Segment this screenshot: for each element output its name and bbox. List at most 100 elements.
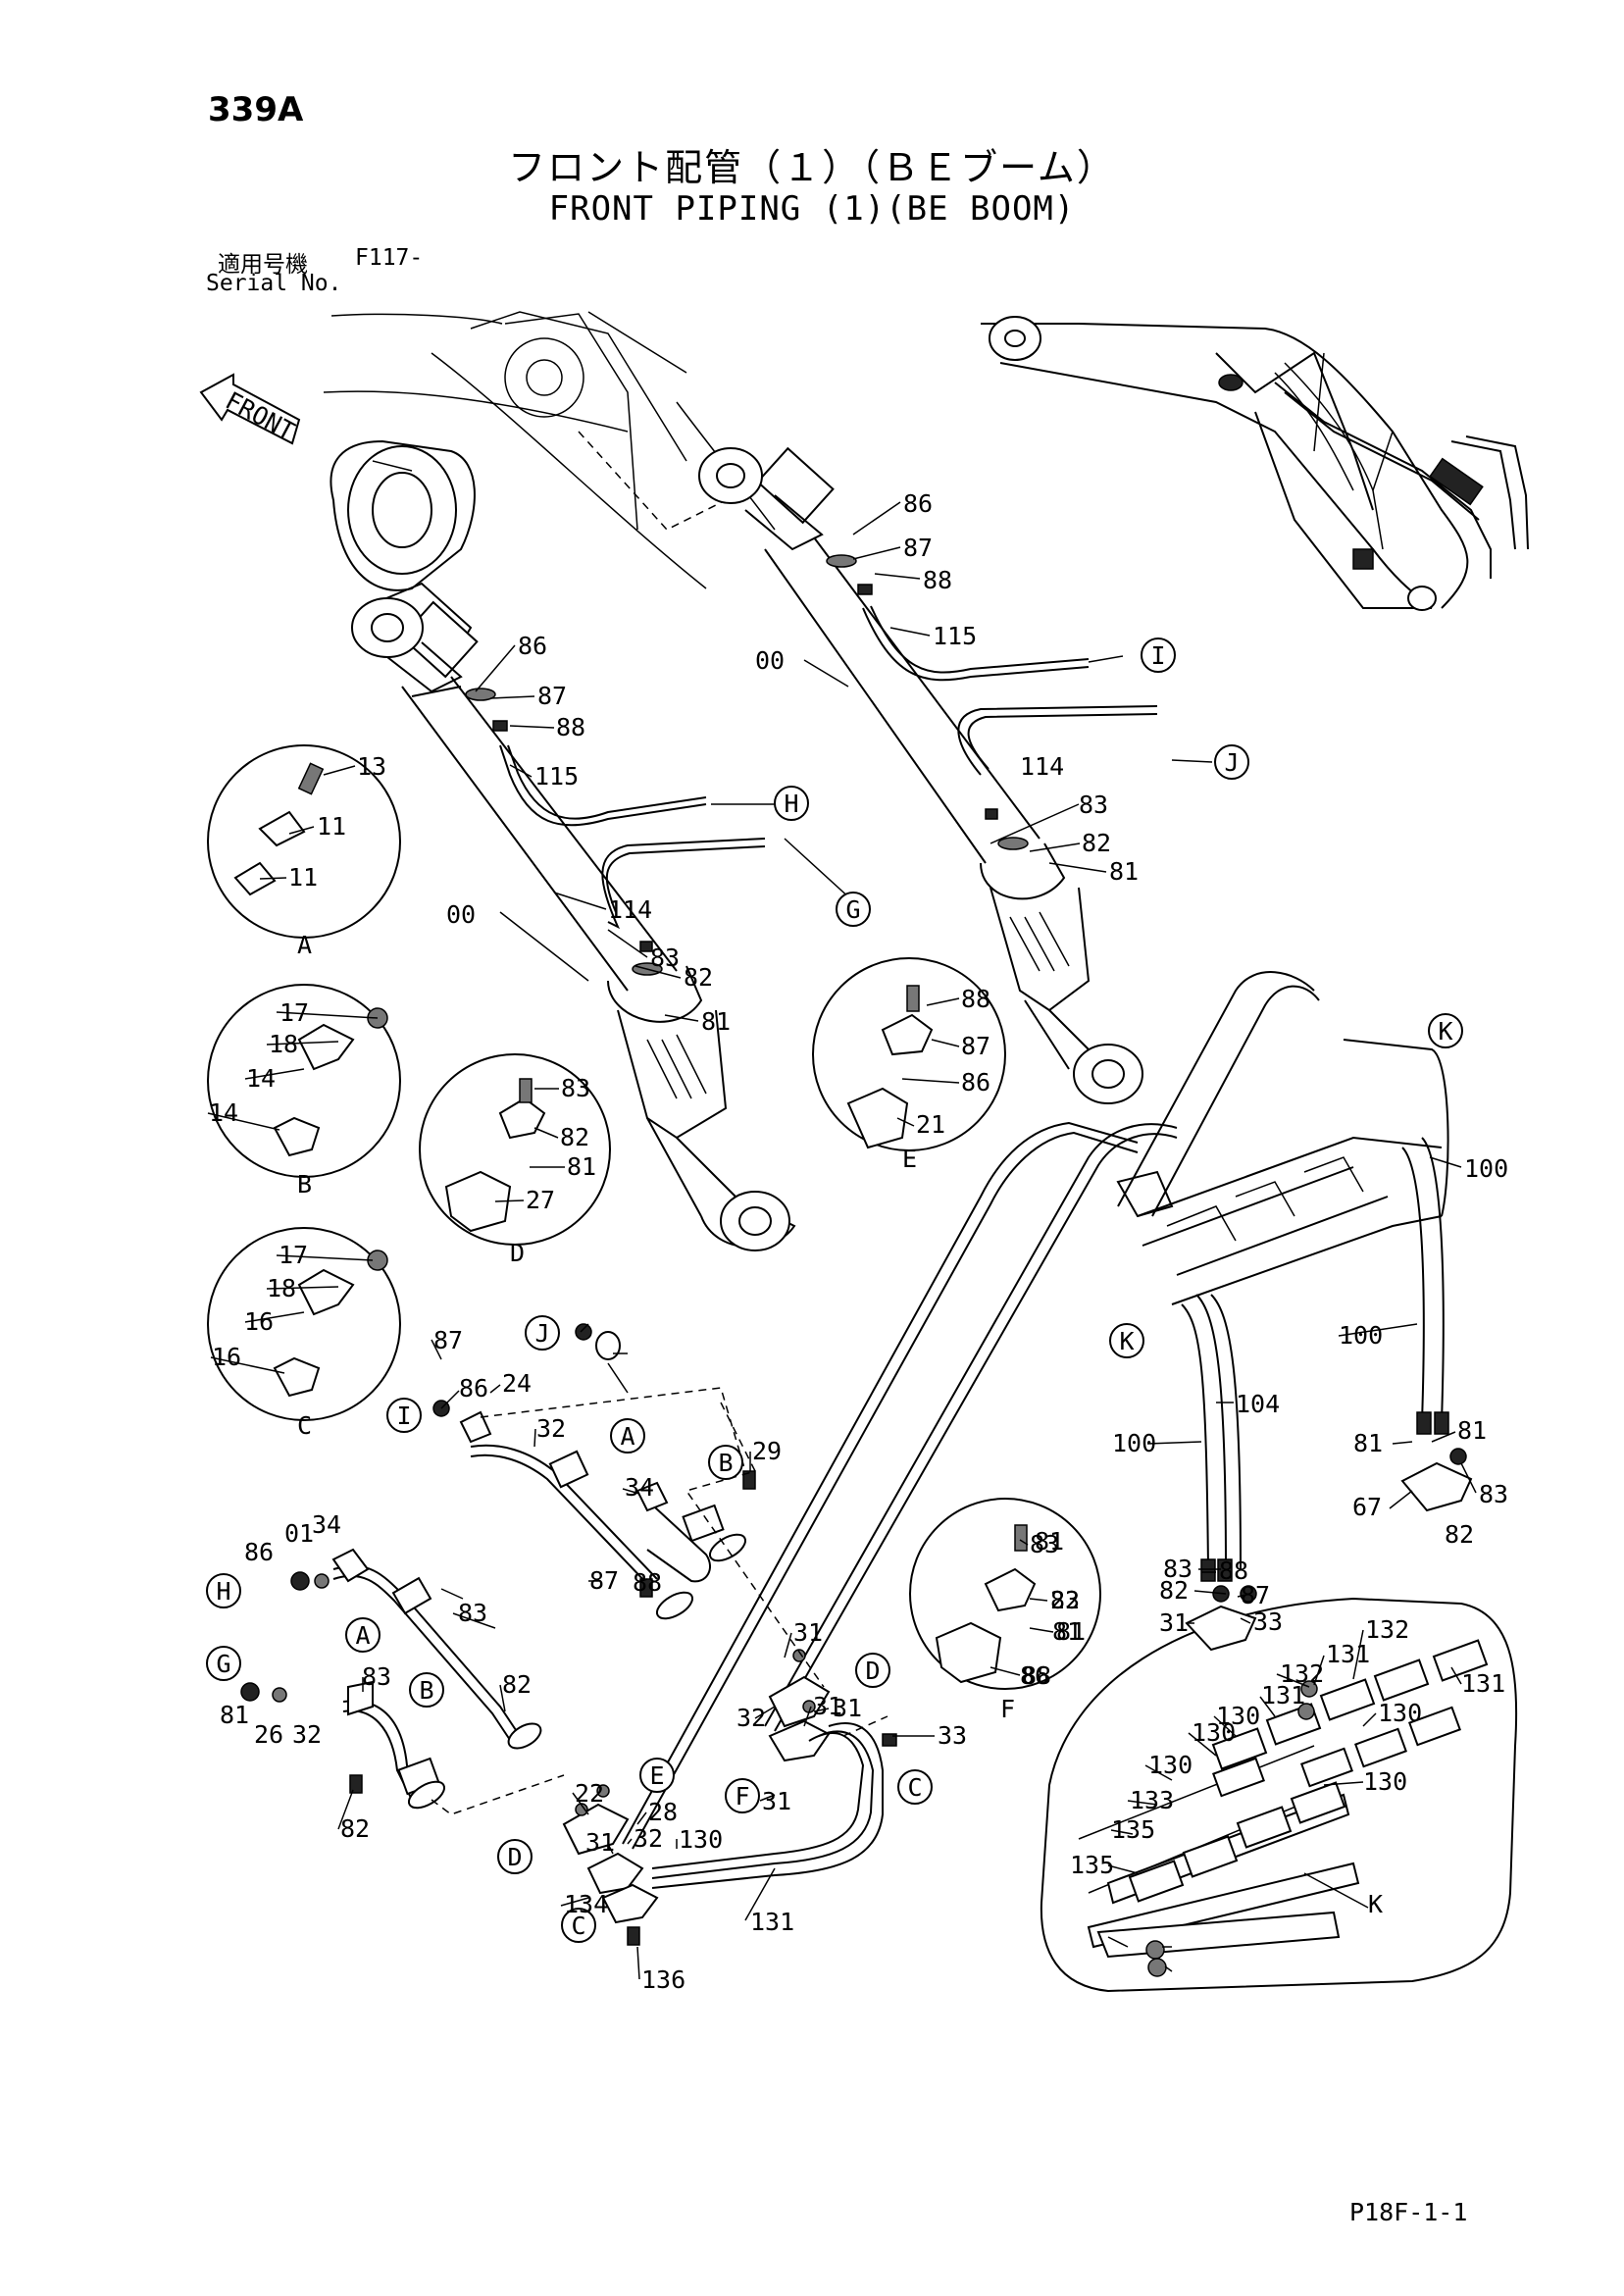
- part-callout: 11: [317, 812, 346, 841]
- leader-line: [475, 644, 516, 692]
- part-callout: 31: [1159, 1608, 1189, 1637]
- leader-line: [852, 501, 901, 536]
- leader-line: [627, 1838, 633, 1845]
- part-callout: 31: [833, 1694, 862, 1722]
- part-callout: 18: [269, 1030, 298, 1058]
- part-callout: 86: [961, 1068, 990, 1097]
- part-callout: 81: [1056, 1617, 1086, 1646]
- part-callout: 81: [1035, 1527, 1064, 1556]
- connection-marker-label: H: [784, 790, 798, 818]
- part-callout: 83: [362, 1662, 391, 1691]
- pipe-end-fittings: [1185, 1448, 1473, 1652]
- part-callout: 32: [292, 1720, 322, 1749]
- footer-code: P18F-1-1: [1349, 2198, 1468, 2226]
- leader-line: [1431, 1431, 1456, 1443]
- connection-marker-label: B: [718, 1449, 733, 1477]
- part-callout: 31: [762, 1787, 791, 1815]
- leader-line: [607, 929, 648, 958]
- part-callout: 11: [288, 863, 318, 892]
- connection-marker-label: G: [216, 1650, 230, 1678]
- connection-marker-label: G: [845, 895, 860, 924]
- connection-marker: J: [1214, 744, 1249, 780]
- leader-line: [499, 911, 589, 982]
- part-callout: 29: [752, 1437, 782, 1465]
- part-callout: 135: [1111, 1815, 1155, 1844]
- connection-marker-label: H: [216, 1577, 230, 1606]
- part-callout: 82: [1159, 1576, 1189, 1605]
- leader-line: [931, 1039, 960, 1047]
- leader-line: [1240, 1617, 1251, 1624]
- part-callout: 87: [961, 1032, 990, 1060]
- leader-line: [852, 546, 901, 560]
- boom-pipes: [622, 971, 1320, 1850]
- part-callout: 17: [279, 1241, 308, 1269]
- part-callout: 22: [575, 1779, 604, 1808]
- part-callout: 100: [1112, 1429, 1156, 1457]
- front-arrow-label: FRONT: [221, 386, 299, 446]
- leader-line: [1019, 1539, 1029, 1546]
- leader-line: [323, 765, 356, 776]
- connection-marker: K: [1428, 1013, 1463, 1048]
- part-callout: 104: [1236, 1390, 1280, 1418]
- leader-line: [1193, 1590, 1227, 1595]
- leader-line: [1110, 1829, 1134, 1835]
- part-callout: 114: [608, 895, 652, 924]
- detail-view-e: E: [812, 957, 1006, 1173]
- part-callout: 87: [433, 1326, 463, 1354]
- clamp-bracket-assembly: [1116, 1039, 1449, 1582]
- part-callout: 131: [750, 1908, 794, 1936]
- leader-line: [1276, 1673, 1310, 1688]
- part-callout: 134: [564, 1890, 608, 1918]
- leader-line: [1460, 1462, 1477, 1494]
- leader-line: [990, 1666, 1021, 1676]
- connection-marker-label: C: [907, 1773, 922, 1802]
- part-callout: 17: [279, 998, 309, 1027]
- part-callout: 32: [536, 1414, 566, 1443]
- leader-line: [607, 1843, 614, 1855]
- connection-marker: A: [610, 1418, 645, 1454]
- part-callout: 88: [923, 566, 952, 594]
- connection-marker-label: J: [1224, 748, 1239, 777]
- leader-line: [494, 1199, 525, 1202]
- leader-line: [1188, 1732, 1217, 1757]
- detail-view-f: F: [909, 1498, 1101, 1723]
- boom-outline: [323, 311, 776, 589]
- leader-line: [1303, 1872, 1369, 1909]
- leader-line: [636, 1946, 640, 1980]
- leader-line: [1029, 842, 1081, 852]
- serial-label-japanese: 適用号機: [218, 252, 308, 278]
- part-callout: 130: [679, 1825, 723, 1854]
- leader-line: [1450, 1666, 1462, 1685]
- detail-label: D: [510, 1239, 525, 1267]
- part-callout: 34: [625, 1473, 654, 1502]
- leader-line: [533, 1127, 559, 1139]
- leader-line: [926, 997, 960, 1006]
- leader-line: [1088, 655, 1124, 663]
- part-callout: 133: [1130, 1786, 1174, 1814]
- boom-foot-pivot: [330, 439, 476, 591]
- leader-line: [889, 627, 931, 637]
- detail-label: E: [902, 1145, 917, 1173]
- part-callout: 115: [534, 762, 579, 791]
- detail-label: F: [1000, 1695, 1015, 1723]
- leader-line: [276, 1254, 374, 1261]
- connection-marker: I: [386, 1398, 422, 1433]
- part-callout: 88: [961, 985, 990, 1013]
- part-callout: 33: [938, 1721, 967, 1750]
- part-callout: 87: [1241, 1581, 1270, 1609]
- connection-marker-label: I: [1150, 641, 1165, 670]
- leader-line: [509, 725, 555, 729]
- connection-marker: K: [1109, 1323, 1144, 1358]
- leader-line: [288, 826, 315, 835]
- part-callout: 88: [633, 1568, 662, 1597]
- part-callout: 82: [684, 963, 713, 992]
- connection-marker-label: E: [649, 1761, 664, 1790]
- leader-line: [553, 892, 607, 910]
- connection-marker: B: [708, 1445, 743, 1480]
- part-callout: 33: [1253, 1607, 1283, 1636]
- leader-line: [440, 1390, 460, 1409]
- leader-line: [1107, 1936, 1129, 1948]
- leader-line: [634, 1578, 648, 1584]
